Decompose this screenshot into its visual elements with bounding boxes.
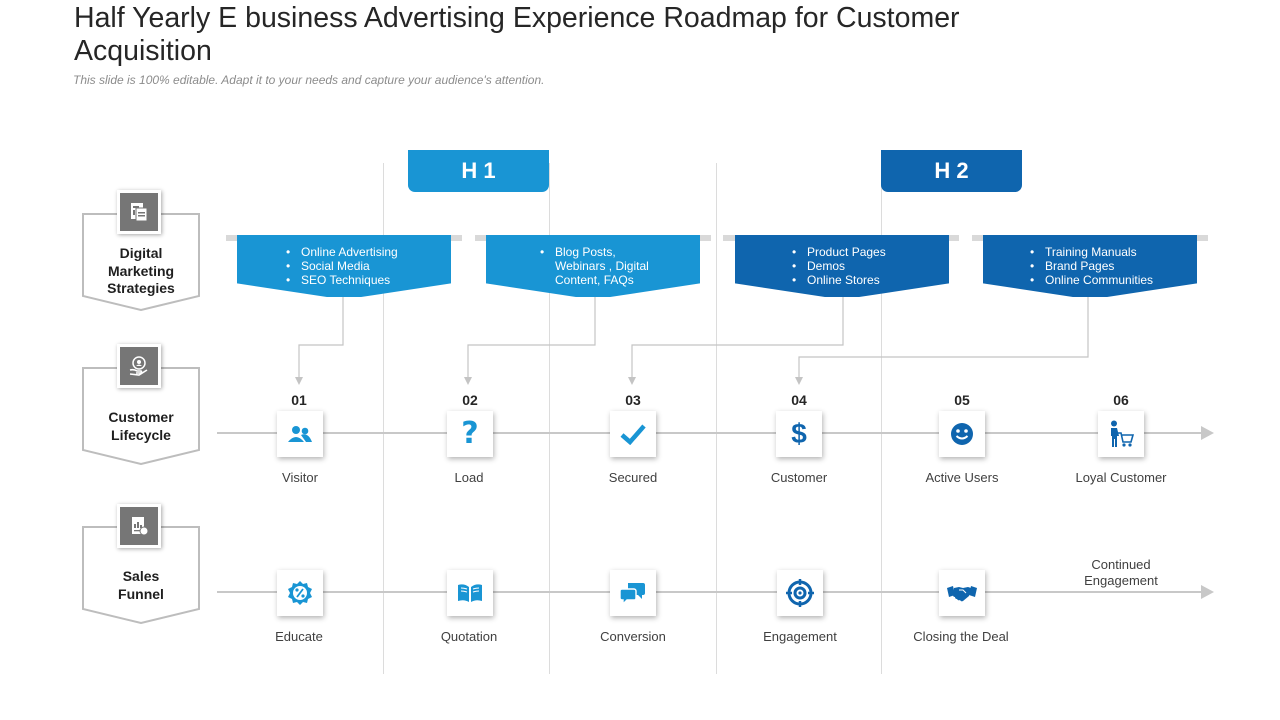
page-subtitle: This slide is 100% editable. Adapt it to… — [73, 73, 545, 87]
row-label-chevron — [82, 526, 200, 624]
open-book-icon — [458, 584, 482, 602]
lifecycle-label: Active Users — [925, 470, 999, 485]
document-chart-icon — [117, 190, 161, 234]
funnel-track — [217, 591, 1203, 593]
strategy-callout-1: Online Advertising Social Media SEO Tech… — [237, 235, 451, 297]
step-number: 05 — [954, 392, 970, 408]
strategy-callout-3: Product Pages Demos Online Stores — [735, 235, 949, 297]
smiley-icon — [951, 423, 973, 445]
funnel-label: Quotation — [440, 629, 498, 644]
lifecycle-arrow-end — [1201, 426, 1214, 440]
lifecycle-label: Visitor — [282, 470, 318, 485]
handshake-icon — [947, 586, 977, 602]
lifecycle-node-secured — [610, 411, 656, 457]
checkmark-icon — [620, 424, 646, 445]
strategy-item: Product Pages — [790, 245, 886, 259]
funnel-node-educate — [277, 570, 323, 616]
row-label-funnel: Sales Funnel — [118, 568, 164, 602]
funnel-label: Conversion — [600, 629, 666, 644]
dollar-icon: $ — [791, 418, 807, 449]
strategy-item: Training Manuals — [1028, 245, 1153, 259]
strategy-item: SEO Techniques — [284, 273, 398, 287]
shopper-cart-icon — [1111, 420, 1134, 447]
target-icon — [786, 579, 814, 607]
strategy-callout-2: Blog Posts, Webinars , Digital Content, … — [486, 235, 700, 297]
row-label-lifecycle: Customer Lifecycle — [108, 409, 174, 443]
funnel-node-engagement — [777, 570, 823, 616]
lifecycle-label: Secured — [608, 470, 658, 485]
funnel-label: Engagement — [763, 629, 837, 644]
strategy-item: Social Media — [284, 259, 398, 273]
step-number: 04 — [791, 392, 807, 408]
strategy-callout-4: Training Manuals Brand Pages Online Comm… — [983, 235, 1197, 297]
hand-user-icon — [117, 344, 161, 388]
funnel-label: Educate — [275, 629, 323, 644]
step-number: 03 — [625, 392, 641, 408]
column-divider — [881, 163, 882, 674]
column-divider — [716, 163, 717, 674]
strategy-item: Blog Posts, Webinars , Digital Content, … — [538, 245, 658, 287]
column-divider — [383, 163, 384, 674]
users-icon — [288, 426, 312, 442]
lifecycle-label: Load — [454, 470, 484, 485]
half-tab-h2: H 2 — [881, 150, 1022, 192]
column-divider — [549, 163, 550, 674]
step-number: 01 — [291, 392, 307, 408]
funnel-arrow-end — [1201, 585, 1214, 599]
strategy-item: Brand Pages — [1028, 259, 1153, 273]
lifecycle-node-loyal-customer — [1098, 411, 1144, 457]
lifecycle-node-active-users — [939, 411, 985, 457]
funnel-node-closing-deal — [939, 570, 985, 616]
funnel-label: Closing the Deal — [913, 629, 1009, 644]
lifecycle-track — [217, 432, 1203, 434]
continued-engagement-label: Continued Engagement — [1084, 557, 1158, 588]
row-label-chevron — [82, 213, 200, 311]
half-tab-h1: H 1 — [408, 150, 549, 192]
funnel-node-quotation — [447, 570, 493, 616]
lifecycle-node-visitor — [277, 411, 323, 457]
funnel-node-conversion — [610, 570, 656, 616]
row-label-strategies: Digital Marketing Strategies — [107, 245, 175, 296]
lifecycle-label: Customer — [770, 470, 828, 485]
percent-badge-icon — [288, 581, 312, 605]
question-icon: ? — [461, 416, 479, 451]
lifecycle-label: Loyal Customer — [1075, 470, 1167, 485]
chat-bubbles-icon — [620, 583, 645, 605]
strategy-item: Demos — [790, 259, 886, 273]
strategy-item: Online Communities — [1028, 273, 1153, 287]
page-title: Half Yearly E business Advertising Exper… — [74, 2, 960, 67]
lifecycle-node-customer: $ — [776, 411, 822, 457]
strategy-item: Online Stores — [790, 273, 886, 287]
strategy-item: Online Advertising — [284, 245, 398, 259]
report-icon — [117, 504, 161, 548]
row-label-chevron — [82, 367, 200, 465]
step-number: 06 — [1113, 392, 1129, 408]
step-number: 02 — [462, 392, 478, 408]
lifecycle-node-load: ? — [447, 411, 493, 457]
